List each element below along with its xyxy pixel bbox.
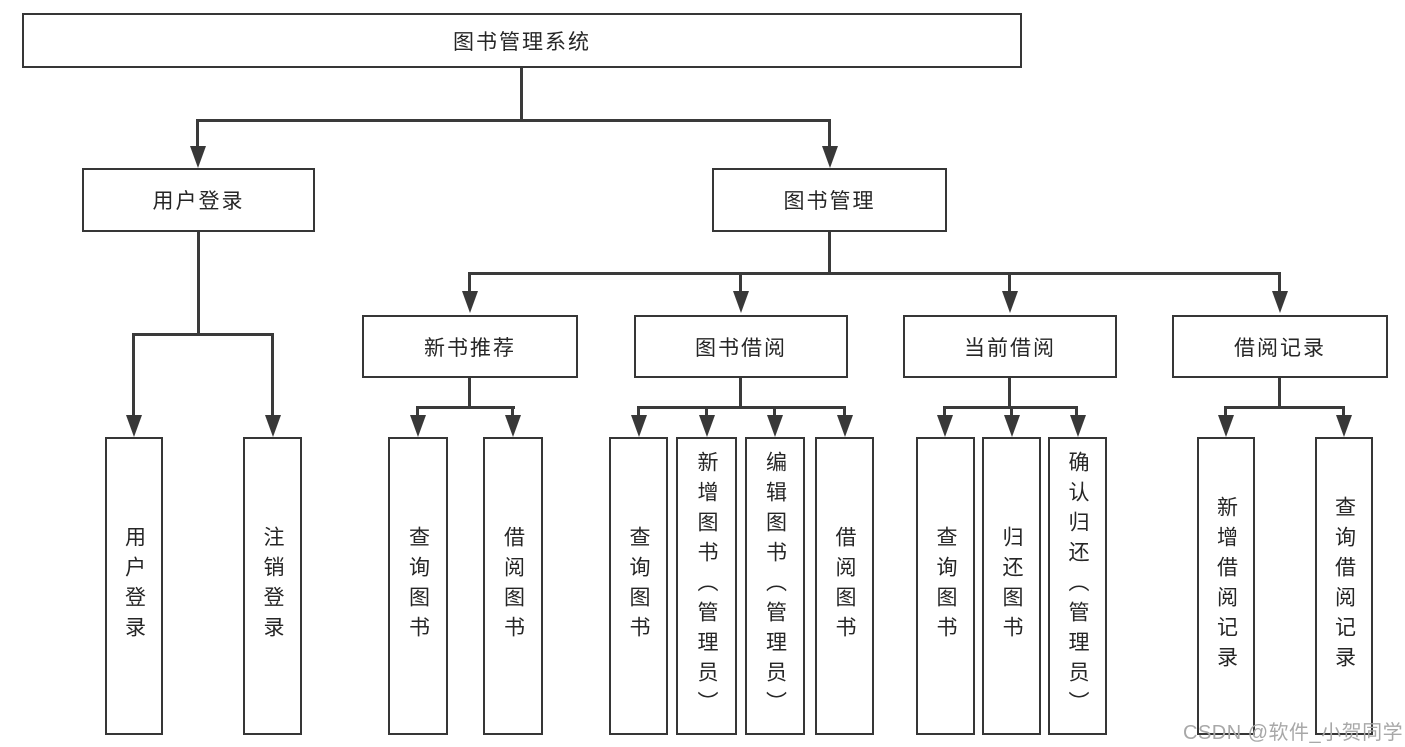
connector-line (468, 272, 1281, 275)
node-root: 图书管理系统 (22, 13, 1022, 68)
connector-line (843, 406, 846, 418)
node-leaf-query-book-3-label: 查询图书 (934, 526, 957, 646)
connector-line (1008, 378, 1011, 409)
arrowhead-down (766, 415, 783, 437)
connector-line (196, 119, 199, 149)
node-user-login: 用户登录 (82, 168, 315, 232)
arrowhead-down (504, 415, 521, 437)
node-leaf-edit-book: 编辑图书（管理员） (745, 437, 805, 735)
arrowhead-down (630, 415, 647, 437)
arrowhead-down (936, 415, 953, 437)
node-leaf-logout-label: 注销登录 (261, 526, 284, 646)
connector-line (416, 406, 515, 409)
arrowhead-down (1001, 291, 1018, 313)
node-leaf-return-book: 归还图书 (982, 437, 1041, 735)
arrowhead-down (264, 415, 281, 437)
connector-line (1278, 378, 1281, 409)
node-leaf-edit-book-label: 编辑图书（管理员） (763, 451, 787, 721)
connector-line (828, 232, 831, 275)
connector-line (520, 68, 523, 122)
connector-line (511, 406, 514, 418)
node-leaf-user-login-label: 用户登录 (122, 526, 146, 646)
node-user-login-label: 用户登录 (152, 190, 245, 213)
node-leaf-borrow-book-1: 借阅图书 (483, 437, 543, 735)
node-borrow-records: 借阅记录 (1172, 315, 1388, 378)
connector-line (468, 378, 471, 409)
node-leaf-borrow-book-1-label: 借阅图书 (501, 526, 525, 646)
node-leaf-add-book: 新增图书（管理员） (676, 437, 737, 735)
connector-line (773, 406, 776, 418)
node-leaf-return-book-label: 归还图书 (1000, 526, 1023, 646)
node-leaf-query-book-2-label: 查询图书 (627, 526, 650, 646)
connector-line (1224, 406, 1345, 409)
connector-line (828, 119, 831, 149)
connector-line (739, 378, 742, 409)
connector-line (197, 119, 831, 122)
node-leaf-query-book-2: 查询图书 (609, 437, 668, 735)
node-new-book-rec-label: 新书推荐 (424, 336, 516, 360)
node-leaf-query-book-1-label: 查询图书 (406, 526, 430, 646)
connector-line (468, 272, 471, 294)
arrowhead-down (409, 415, 426, 437)
node-leaf-query-borrow-record: 查询借阅记录 (1315, 437, 1373, 735)
arrowhead-down (732, 291, 749, 313)
connector-line (637, 406, 640, 418)
connector-line (705, 406, 708, 418)
connector-line (197, 232, 200, 336)
node-current-borrow: 当前借阅 (903, 315, 1117, 378)
arrowhead-down (125, 415, 142, 437)
node-book-mgmt: 图书管理 (712, 168, 947, 232)
node-leaf-add-book-label: 新增图书（管理员） (695, 451, 718, 721)
node-leaf-confirm-return-label: 确认归还（管理员） (1066, 451, 1089, 721)
connector-line (1224, 406, 1227, 418)
node-leaf-query-borrow-record-label: 查询借阅记录 (1332, 496, 1356, 676)
arrowhead-down (821, 146, 838, 168)
node-leaf-confirm-return: 确认归还（管理员） (1048, 437, 1107, 735)
connector-line (1342, 406, 1345, 418)
node-borrow-records-label: 借阅记录 (1234, 336, 1326, 360)
watermark-text: CSDN @软件_小贺同学 (1183, 722, 1404, 744)
node-book-mgmt-label: 图书管理 (783, 190, 876, 213)
connector-line (132, 333, 274, 336)
connector-line (271, 333, 274, 418)
node-leaf-query-book-3: 查询图书 (916, 437, 975, 735)
arrowhead-down (1335, 415, 1352, 437)
arrowhead-down (461, 291, 478, 313)
node-current-borrow-label: 当前借阅 (964, 336, 1056, 360)
arrowhead-down (1069, 415, 1086, 437)
arrowhead-down (836, 415, 853, 437)
connector-line (1010, 406, 1013, 418)
node-book-borrow-label: 图书借阅 (695, 336, 787, 360)
node-book-borrow: 图书借阅 (634, 315, 848, 378)
node-leaf-logout: 注销登录 (243, 437, 302, 735)
arrowhead-down (1271, 291, 1288, 313)
arrowhead-down (698, 415, 715, 437)
node-root-label: 图书管理系统 (453, 30, 591, 54)
connector-line (416, 406, 419, 418)
node-leaf-borrow-book-2: 借阅图书 (815, 437, 874, 735)
arrowhead-down (1217, 415, 1234, 437)
node-leaf-query-book-1: 查询图书 (388, 437, 448, 735)
node-leaf-user-login: 用户登录 (105, 437, 163, 735)
connector-line (739, 272, 742, 294)
node-leaf-add-borrow-record-label: 新增借阅记录 (1214, 496, 1238, 676)
connector-line (1008, 272, 1011, 294)
node-new-book-rec: 新书推荐 (362, 315, 578, 378)
arrowhead-down (189, 146, 206, 168)
node-leaf-add-borrow-record: 新增借阅记录 (1197, 437, 1255, 735)
connector-line (1278, 272, 1281, 294)
arrowhead-down (1003, 415, 1020, 437)
connector-line (132, 333, 135, 418)
node-leaf-borrow-book-2-label: 借阅图书 (833, 526, 856, 646)
connector-line (1075, 406, 1078, 418)
connector-line (943, 406, 946, 418)
connector-line (637, 406, 846, 409)
